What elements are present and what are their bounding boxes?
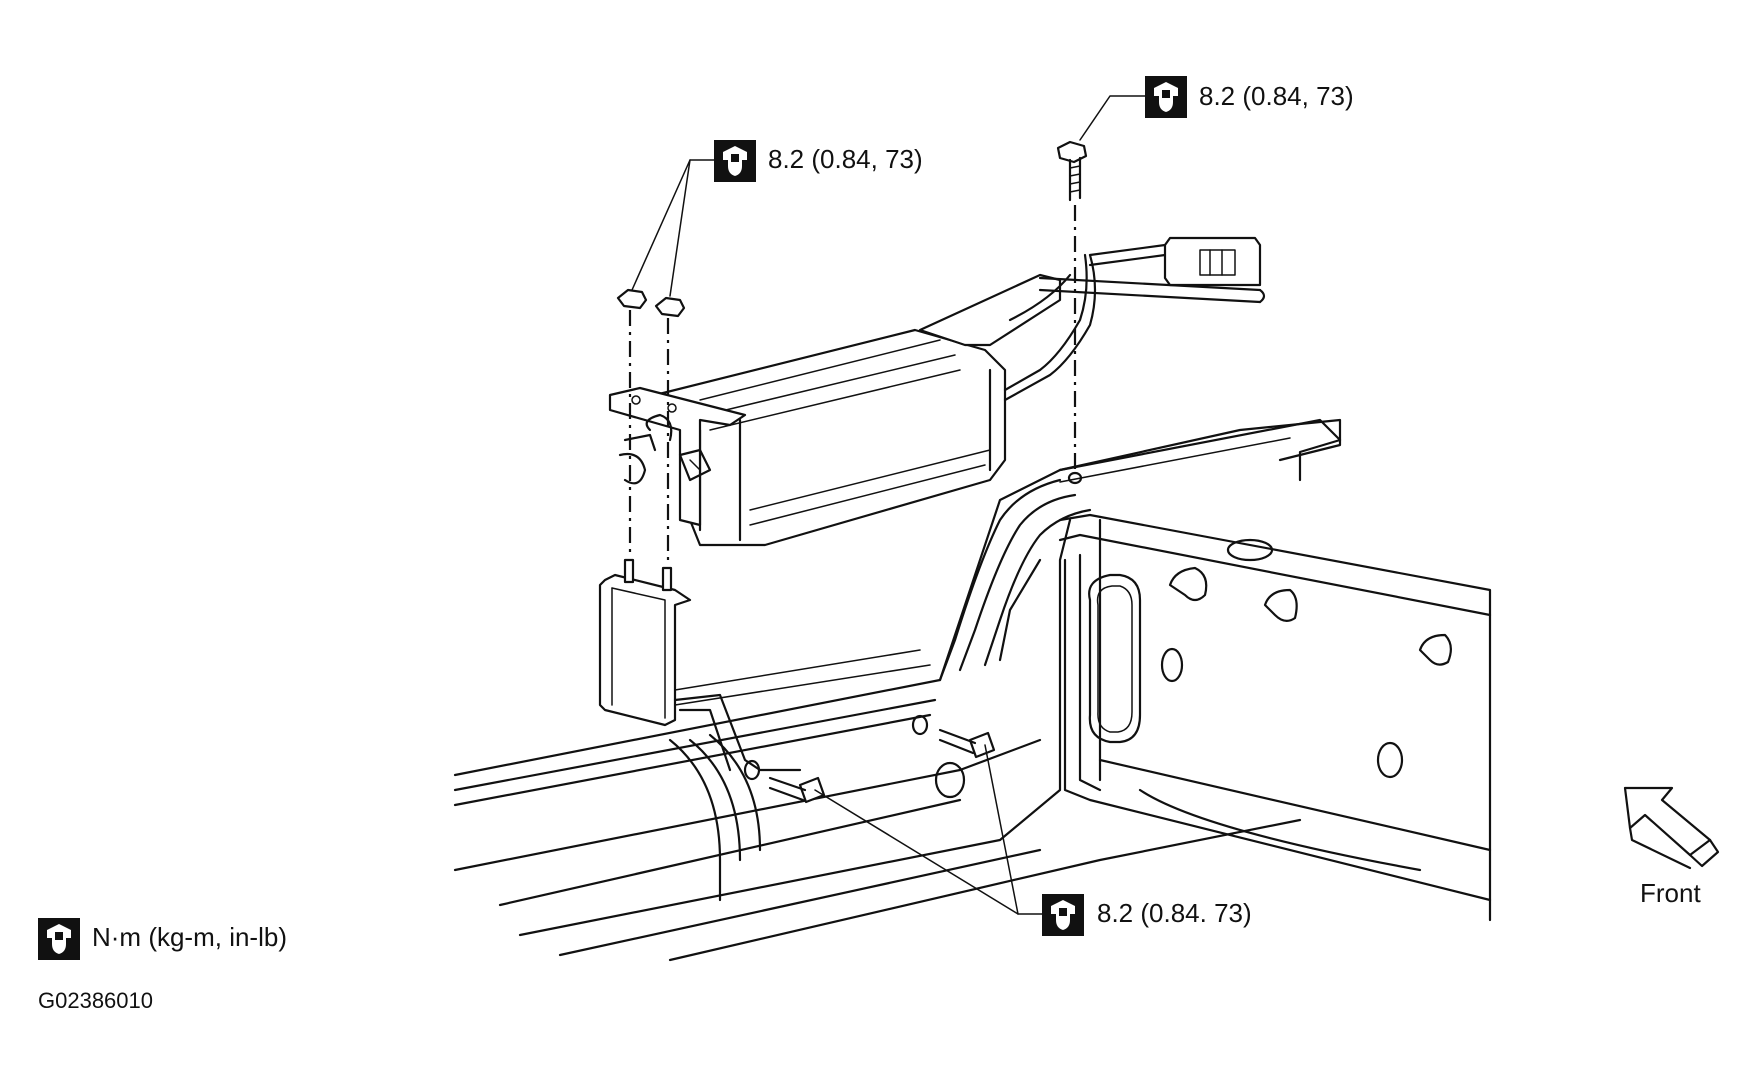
torque-callout-bottom: 8.2 (0.84. 73) (1042, 894, 1252, 936)
torque-wrench-icon (714, 140, 756, 182)
torque-value: 8.2 (0.84, 73) (1199, 81, 1354, 111)
torque-wrench-icon (1042, 894, 1084, 936)
torque-wrench-icon (1145, 76, 1187, 118)
torque-callout-top-left: 8.2 (0.84, 73) (714, 140, 923, 182)
torque-wrench-icon (38, 918, 80, 960)
torque-value: 8.2 (0.84, 73) (768, 144, 923, 174)
front-arrow-icon (1623, 786, 1712, 857)
front-indicator: Front (1623, 786, 1720, 908)
torque-value: 8.2 (0.84. 73) (1097, 898, 1252, 928)
leader-lines (631, 95, 1146, 915)
fasteners (616, 140, 1088, 804)
units-legend-text: N·m (kg-m, in-lb) (92, 922, 287, 952)
front-label: Front (1640, 878, 1701, 908)
chassis-frame (453, 418, 1492, 962)
units-legend: N·m (kg-m, in-lb) (38, 918, 287, 960)
figure-id: G02386010 (38, 988, 153, 1013)
alignment-lines (628, 205, 1077, 562)
torque-callout-top-right: 8.2 (0.84, 73) (1145, 76, 1354, 118)
canister-assembly (598, 236, 1266, 772)
